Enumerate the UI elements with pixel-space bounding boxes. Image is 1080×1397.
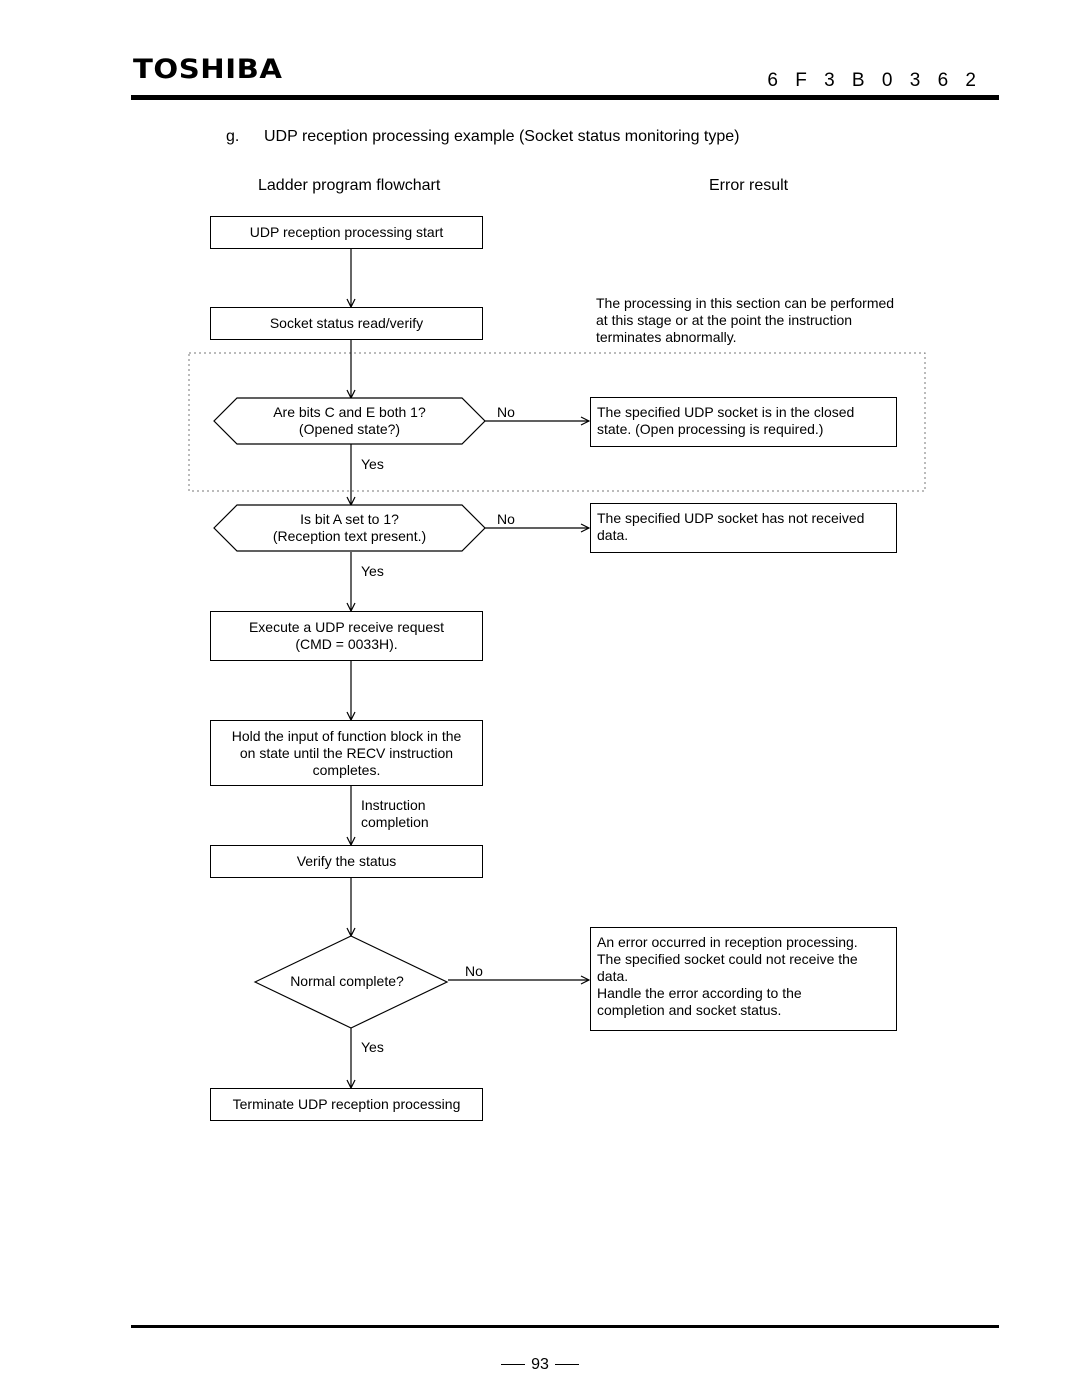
decision2-line1: Is bit A set to 1? [300,511,399,527]
document-number: 6 F 3 B 0 3 6 2 [767,70,982,91]
toshiba-logo: TOSHIBA [133,54,283,85]
execute-receive-box: Execute a UDP receive request (CMD = 003… [210,611,483,661]
decision1-shape [213,397,486,445]
page-number: 93 [0,1356,1080,1374]
execute-line2: (CMD = 0033H). [295,636,398,652]
error-not-received-box: The specified UDP socket has not receive… [590,503,897,553]
execute-line1: Execute a UDP receive request [248,619,445,635]
error-reception-line3: data. [597,968,629,984]
decision2-line2: (Reception text present.) [272,528,427,544]
hold-line1: Hold the input of function block in the [231,727,462,744]
column-heading-error-result: Error result [709,177,789,194]
instruction-completion-line2: completion [361,814,429,830]
page-number-text: 93 [531,1356,549,1373]
error-not-received-line2: data. [597,527,629,543]
error-reception-box: An error occurred in reception processin… [590,927,897,1031]
decision3-shape [253,935,449,1029]
error-reception-line4: Handle the error according to the [597,985,802,1001]
decision1-label: Are bits C and E both 1? (Opened state?) [214,404,485,438]
header-rule [131,95,999,100]
section-title-text: UDP reception processing example (Socket… [264,128,740,145]
footer-rule [131,1325,999,1328]
error-reception-line2: The specified socket could not receive t… [597,951,858,967]
decision2-no-label: No [497,511,515,527]
error-reception-line5: completion and socket status. [597,1002,782,1018]
decision2-shape [213,504,486,552]
verify-status-box: Verify the status [210,845,483,878]
hold-line2: on state until the RECV instruction [239,744,454,761]
socket-status-read-verify-box: Socket status read/verify [210,307,483,340]
column-heading-flowchart: Ladder program flowchart [258,177,441,194]
error-reception-line1: An error occurred in reception processin… [597,934,858,950]
error-closed-line2: state. (Open processing is required.) [597,421,824,437]
page-number-dash-right [554,1364,579,1366]
decision2-label: Is bit A set to 1? (Reception text prese… [214,511,485,545]
decision3-yes-label: Yes [361,1039,384,1055]
decision3-label: Normal complete? [290,973,404,989]
error-not-received-line1: The specified UDP socket has not receive… [597,510,865,526]
decision1-line2: (Opened state?) [298,421,401,437]
section-title: g. UDP reception processing example (Sock… [226,128,739,146]
hold-input-box: Hold the input of function block in the … [210,720,483,786]
dotted-optional-region [188,352,926,492]
error-closed-box: The specified UDP socket is in the close… [590,397,897,447]
instruction-completion-line1: Instruction [361,797,426,813]
decision1-yes-label: Yes [361,456,384,472]
page-number-dash-left [501,1364,526,1366]
start-box: UDP reception processing start [210,216,483,249]
section-marker: g. [226,128,240,145]
instruction-completion-label: Instruction completion [361,797,429,831]
terminate-box: Terminate UDP reception processing [210,1088,483,1121]
error-closed-line1: The specified UDP socket is in the close… [597,404,855,420]
decision3-no-label: No [465,963,483,979]
decision2-yes-label: Yes [361,563,384,579]
decision1-line1: Are bits C and E both 1? [273,404,426,420]
dotted-region-note: The processing in this section can be pe… [596,295,895,345]
hold-line3: completes. [312,761,381,778]
decision1-no-label: No [497,404,515,420]
